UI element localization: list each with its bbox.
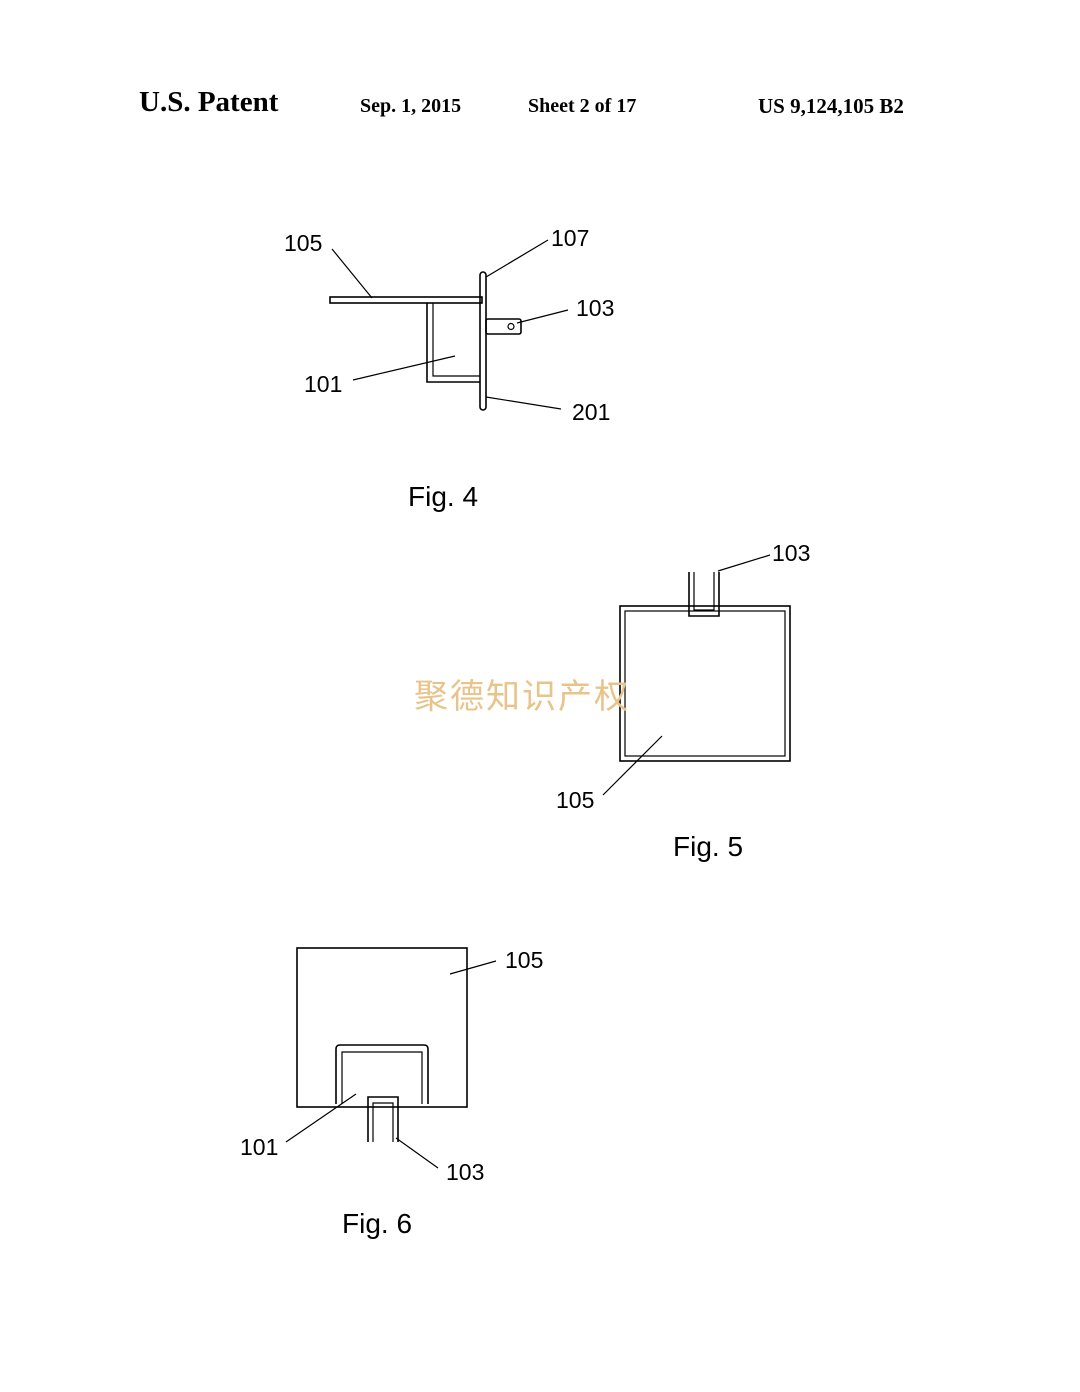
sheet-number: Sheet 2 of 17	[528, 95, 637, 117]
fig4-leader-105	[331, 248, 373, 299]
fig6-leader-101	[285, 1093, 357, 1143]
fig4-ref-101: 101	[304, 371, 342, 397]
fig5-ref-103: 103	[772, 540, 810, 566]
fig6-leader-103	[395, 1137, 439, 1169]
fig6-plate-105	[296, 947, 468, 1108]
fig6-ref-103: 103	[446, 1159, 484, 1185]
fig6-leader-105	[449, 960, 497, 975]
fig6-ref-101: 101	[240, 1134, 278, 1160]
fig5-caption: Fig. 5	[673, 831, 743, 862]
fig6-drawing	[285, 947, 497, 1169]
fig5-tab-103-outer	[688, 572, 720, 617]
fig6-caption: Fig. 6	[342, 1208, 412, 1239]
fig4-leader-201	[485, 396, 562, 410]
watermark-text: 聚德知识产权	[414, 677, 630, 717]
fig4-ref-103: 103	[576, 295, 614, 321]
fig4-tab-hole	[507, 322, 515, 331]
fig5-ref-105: 105	[556, 787, 594, 813]
fig4-drawing	[329, 239, 569, 411]
fig5-tab-103-inner	[693, 572, 715, 611]
patent-date: Sep. 1, 2015	[360, 95, 462, 117]
fig4-body-101-inner	[432, 303, 480, 377]
fig5-leader-105	[602, 735, 663, 796]
patent-number: US 9,124,105 B2	[758, 94, 904, 118]
fig4-leader-101	[352, 355, 456, 381]
fig5-leader-103	[717, 554, 771, 572]
fig4-leader-107	[485, 239, 549, 278]
fig4-plate-105	[329, 296, 483, 304]
fig4-caption: Fig. 4	[408, 481, 478, 512]
fig6-tab-103-outer	[367, 1096, 399, 1142]
fig6-body-101-inner	[341, 1051, 423, 1104]
fig6-tab-103-inner	[372, 1102, 394, 1142]
fig4-wall-107	[479, 271, 487, 411]
fig4-body-101-outer	[426, 303, 480, 383]
patent-title: U.S. Patent	[139, 86, 279, 118]
fig6-ref-105: 105	[505, 947, 543, 973]
fig6-body-101-outer	[335, 1044, 429, 1104]
fig4-ref-107: 107	[551, 225, 589, 251]
fig5-plate-inner	[624, 610, 786, 757]
fig5-drawing	[602, 554, 791, 796]
fig4-tab-103	[485, 318, 522, 335]
fig5-plate-105	[619, 605, 791, 762]
fig4-leader-103	[516, 309, 569, 324]
fig4-ref-105: 105	[284, 230, 322, 256]
fig4-ref-201: 201	[572, 399, 610, 425]
